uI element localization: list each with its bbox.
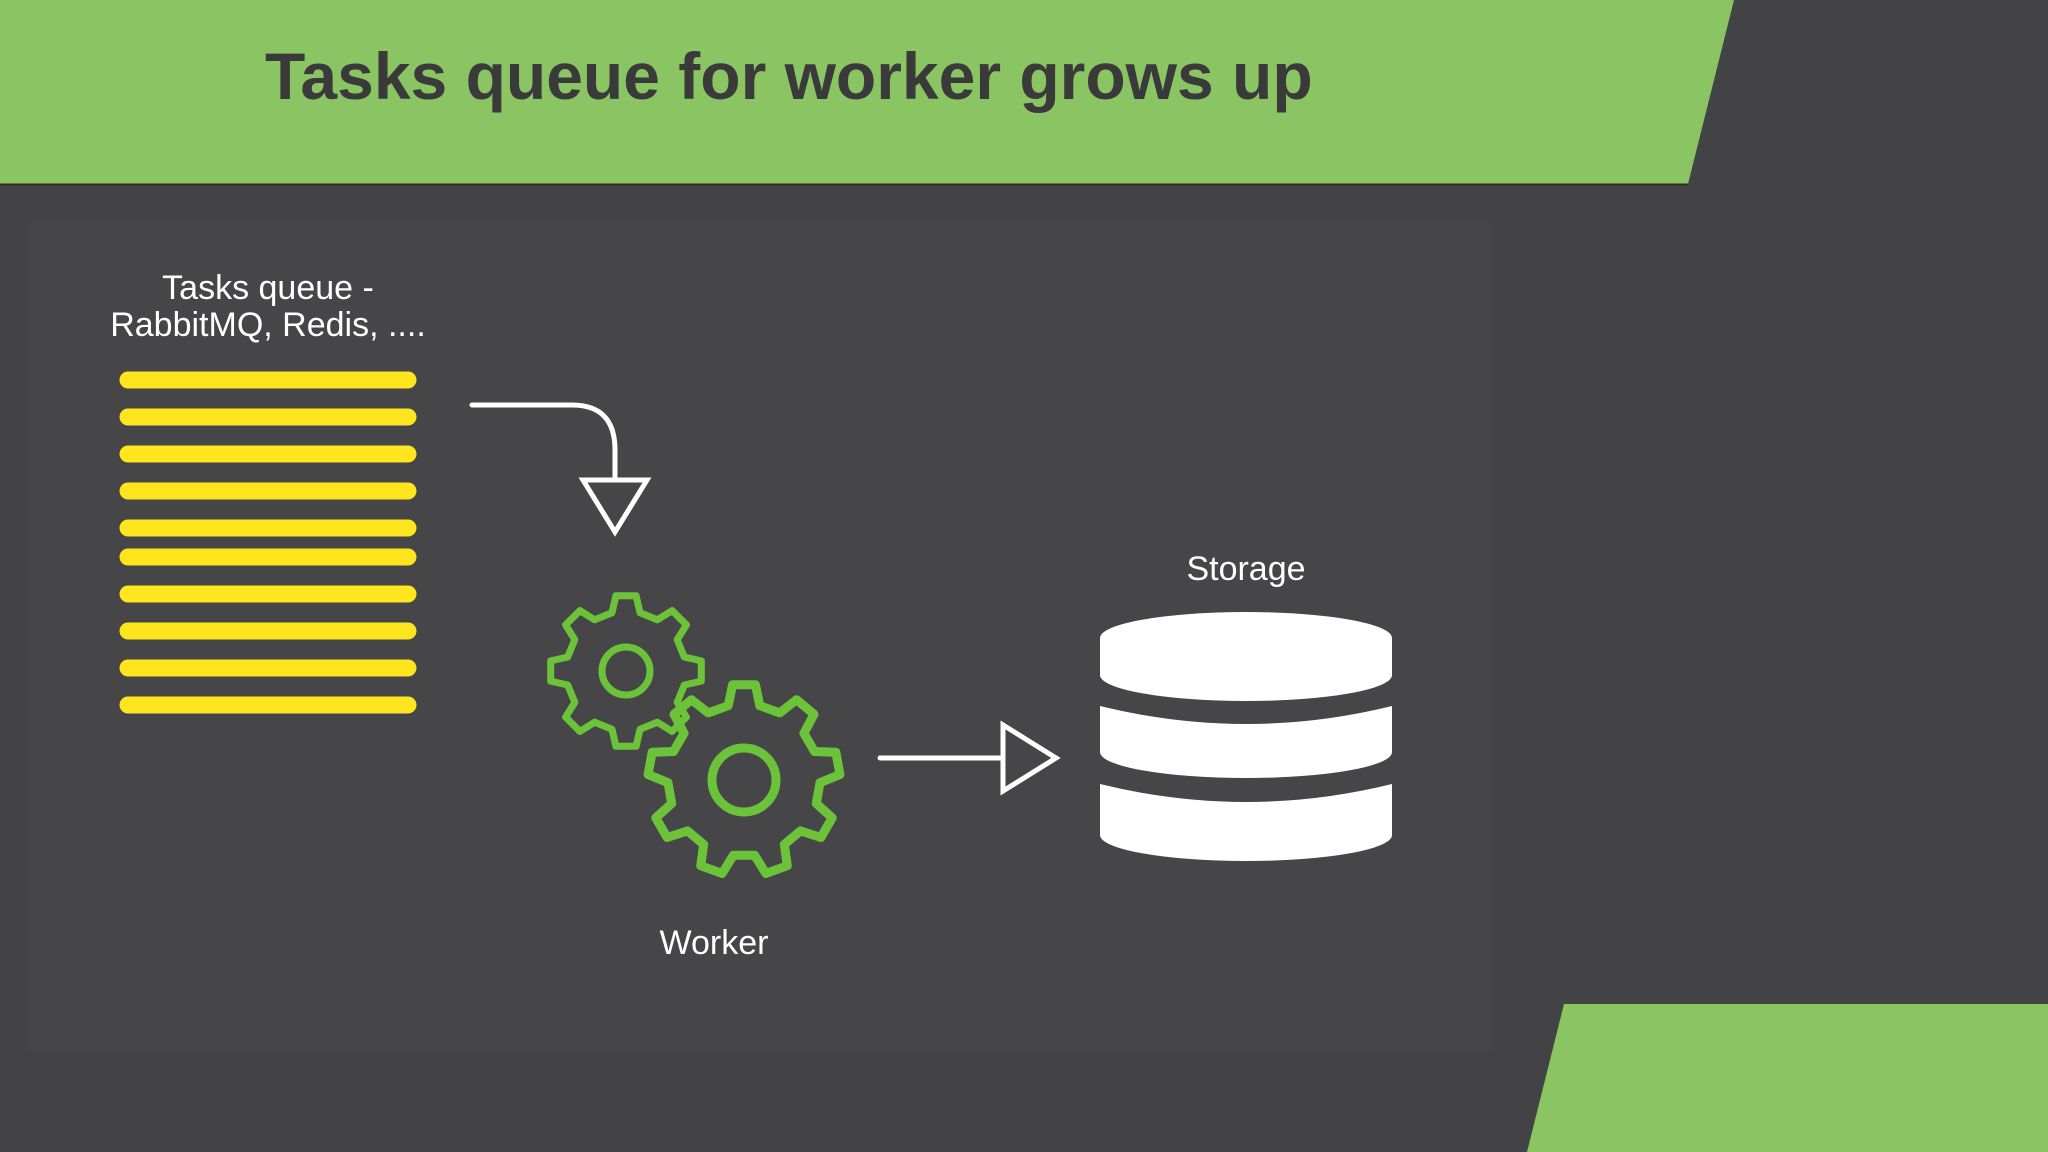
large-gear-hub-icon [707, 743, 781, 817]
gears-icon [547, 592, 845, 878]
small-gear-hub-icon [598, 643, 654, 699]
queue-lines-icon [119, 371, 417, 714]
database-icon [1100, 612, 1392, 861]
small-gear-icon [547, 592, 705, 750]
title-banner [0, 0, 1734, 184]
database-disk-top [1100, 612, 1392, 701]
database-disk-bottom [1100, 784, 1392, 861]
worker-to-storage-arrow [877, 720, 1061, 796]
queue-label-line-1: Tasks queue - [162, 269, 374, 307]
queue-label-line-2: RabbitMQ, Redis, .... [110, 306, 426, 344]
database-disk-middle [1100, 706, 1392, 778]
corner-accent [1527, 1004, 2048, 1152]
storage-label: Storage [1186, 550, 1306, 588]
queue-label: Tasks queue - RabbitMQ, Redis, .... [88, 270, 448, 344]
large-gear-icon [643, 680, 845, 878]
queue-to-worker-arrow [469, 402, 652, 537]
slide-title: Tasks queue for worker grows up [265, 39, 1313, 113]
worker-label: Worker [659, 924, 769, 962]
